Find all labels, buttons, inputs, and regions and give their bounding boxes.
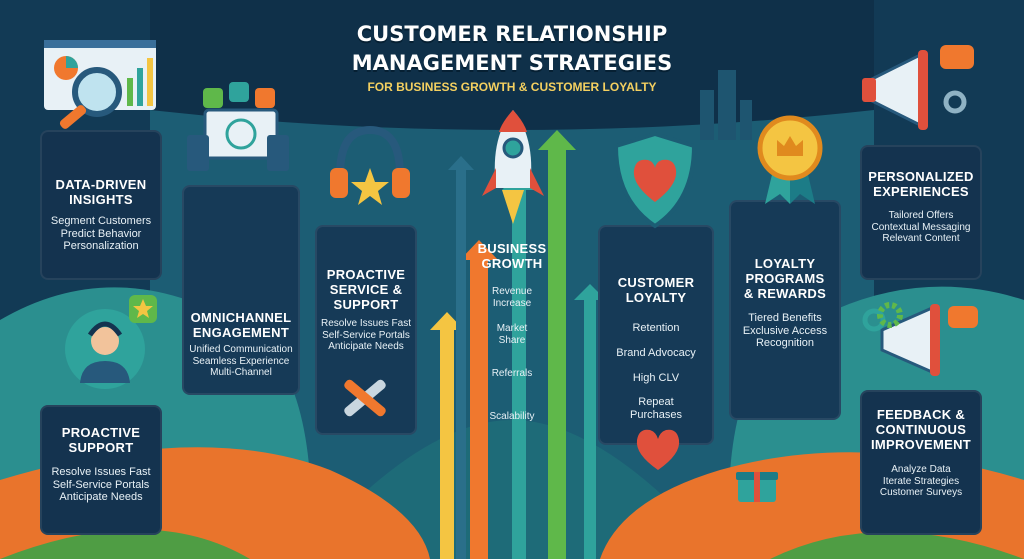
panel-loyalty-programs <box>729 200 841 420</box>
omnichannel-heading: OMNICHANNEL ENGAGEMENT <box>190 310 292 340</box>
business-growth-item: Referrals <box>491 368 533 379</box>
gift-icon <box>736 472 778 502</box>
customer-loyalty-item: High CLV <box>632 372 680 384</box>
headset-icon <box>330 125 410 205</box>
star-icon <box>129 295 157 323</box>
business-growth-item: Scalability <box>489 411 535 422</box>
customer-loyalty-heading: CUSTOMER LOYALTY <box>617 275 695 305</box>
feedback-list: Analyze Data Iterate Strategies Customer… <box>879 464 963 498</box>
business-growth-item: Market Share <box>496 323 528 346</box>
panel-proactive-support <box>40 405 162 535</box>
panel-feedback <box>860 390 982 535</box>
omnichannel-list: Unified Communication Seamless Experienc… <box>189 344 293 378</box>
loyalty-programs-heading: LOYALTY PROGRAMS & REWARDS <box>743 256 827 301</box>
page-title-line2: MANAGEMENT STRATEGIES <box>351 51 673 75</box>
proactive-service-heading: PROACTIVE SERVICE & SUPPORT <box>326 267 406 312</box>
proactive-service-list: Resolve Issues Fast Self-Service Portals… <box>320 318 412 352</box>
rocket-icon <box>482 110 544 224</box>
loyalty-programs-list: Tiered Benefits Exclusive Access Recogni… <box>742 312 828 350</box>
magnifier-icon <box>59 67 122 129</box>
customer-loyalty-item: Brand Advocacy <box>616 347 696 359</box>
personalized-list: Tailored Offers Contextual Messaging Rel… <box>871 210 971 244</box>
page-title-line1: CUSTOMER RELATIONSHIP <box>356 22 668 46</box>
shield-heart-icon <box>613 131 697 229</box>
wrench-icon <box>344 379 386 417</box>
business-growth-item: Revenue Increase <box>491 286 533 309</box>
customer-loyalty-item: Repeat Purchases <box>630 396 682 421</box>
panel-data-driven <box>40 130 162 280</box>
data-driven-list: Segment Customers Predict Behavior Perso… <box>50 215 152 253</box>
megaphone-icon <box>862 304 978 376</box>
business-growth-heading: BUSINESS GROWTH <box>477 241 547 271</box>
megaphone-icon <box>862 45 974 130</box>
page-subtitle: FOR BUSINESS GROWTH & CUSTOMER LOYALTY <box>367 80 657 94</box>
data-driven-heading: DATA-DRIVEN INSIGHTS <box>55 177 147 207</box>
devices-icon <box>187 82 289 171</box>
panel-omnichannel <box>182 185 300 395</box>
customer-loyalty-item: Retention <box>632 322 680 334</box>
proactive-support-list: Resolve Issues Fast Self-Service Portals… <box>51 466 151 504</box>
gear-icon <box>877 302 903 328</box>
person-icon <box>65 309 145 389</box>
award-ribbon-icon <box>757 115 823 204</box>
proactive-support-heading: PROACTIVE SUPPORT <box>61 425 141 455</box>
feedback-heading: FEEDBACK & CONTINUOUS IMPROVEMENT <box>870 407 972 452</box>
panel-personalized <box>860 145 982 280</box>
personalized-heading: PERSONALIZED EXPERIENCES <box>868 169 974 199</box>
panel-customer-loyalty <box>598 225 714 445</box>
heart-icon <box>636 429 680 470</box>
